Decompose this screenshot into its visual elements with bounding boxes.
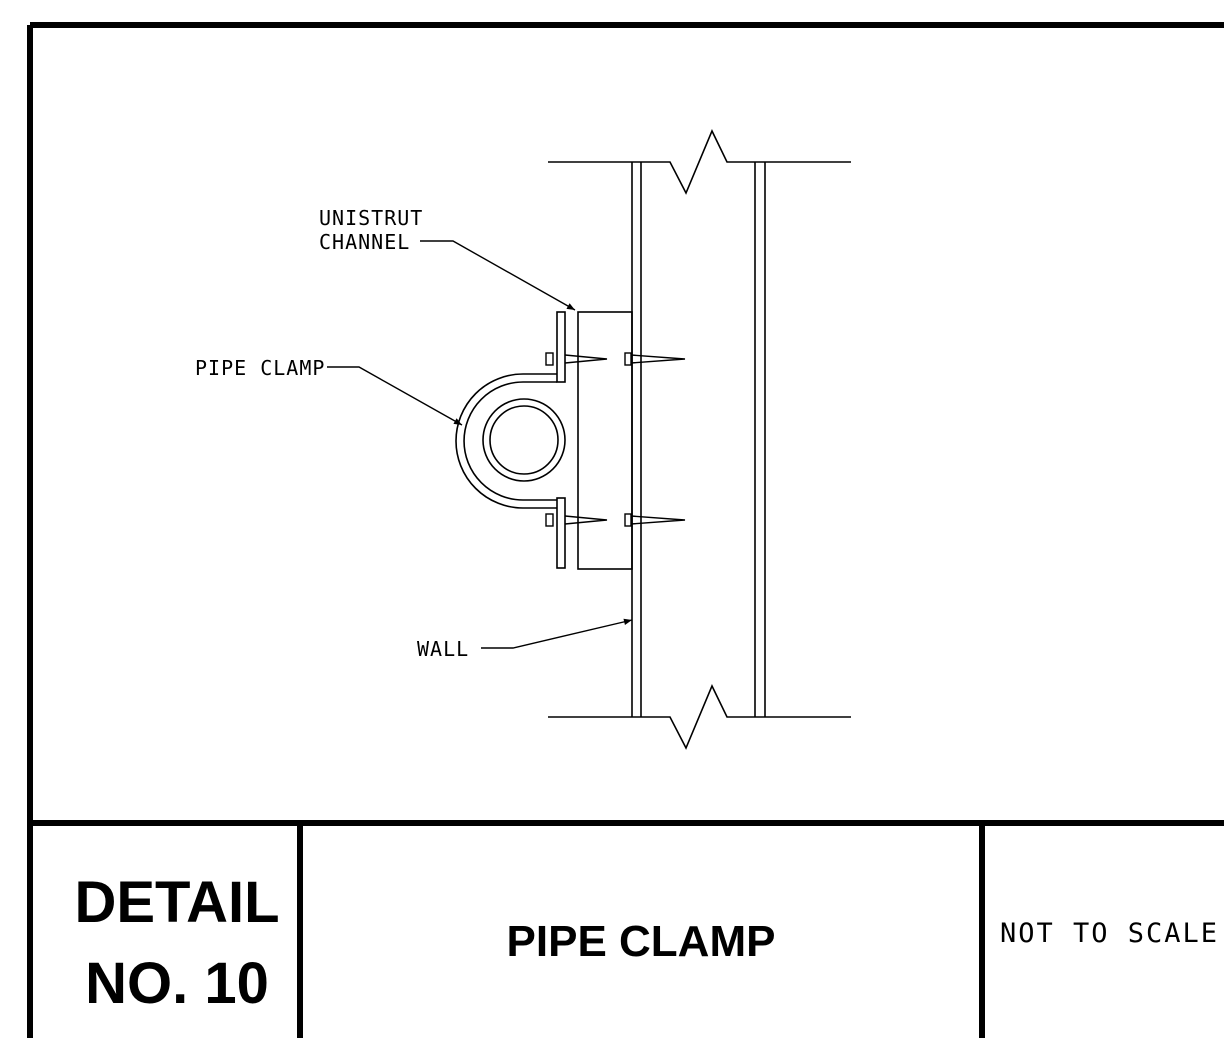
label-unistrut-line1: UNISTRUT <box>319 206 423 230</box>
wall-bottom-break-line <box>548 684 851 750</box>
pipe-outer <box>482 398 566 482</box>
sheet-border <box>27 22 1224 1038</box>
label-pipe-clamp: PIPE CLAMP <box>195 356 325 380</box>
clamp-tab-lower <box>556 497 566 569</box>
wall <box>548 129 851 750</box>
label-wall: WALL <box>417 637 469 661</box>
clamp-bolt-lower <box>545 513 608 527</box>
wall-anchor-upper <box>624 352 686 366</box>
pipe-clamp <box>455 311 608 569</box>
clamp-tab-upper <box>556 311 566 383</box>
clamp-strap-outer <box>463 381 557 501</box>
scale-note: NOT TO SCALE <box>1000 918 1219 949</box>
unistrut-channel <box>577 311 633 570</box>
detail-label-line2: NO. 10 <box>85 951 269 1016</box>
clamp-strap-inner <box>455 373 557 509</box>
detail-label-line1: DETAIL <box>74 870 279 935</box>
leader-wall <box>481 618 633 649</box>
leaders <box>327 240 633 649</box>
wall-anchors <box>624 352 686 527</box>
leader-pipe-clamp <box>327 366 463 426</box>
wall-top-break-line <box>548 129 851 195</box>
pipe-inner <box>489 405 559 475</box>
leader-unistrut <box>420 240 576 311</box>
wall-anchor-lower <box>624 513 686 527</box>
clamp-bolt-upper <box>545 352 608 366</box>
title-block: DETAIL NO. 10 PIPE CLAMP NOT TO SCALE <box>74 870 1219 1016</box>
drawing-title: PIPE CLAMP <box>507 917 776 966</box>
label-unistrut-line2: CHANNEL <box>319 230 410 254</box>
